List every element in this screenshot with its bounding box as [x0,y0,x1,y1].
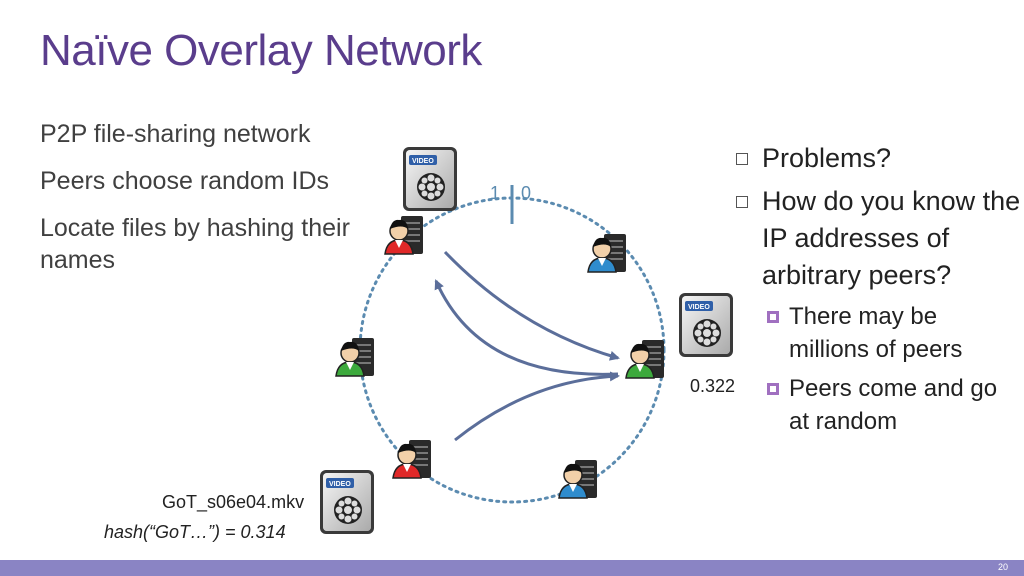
right-bullet-list: Problems? How do you know the IP address… [734,140,1022,444]
peer-icon-bottom-right [558,459,598,499]
video-file-label: VIDEO [688,304,710,311]
sub-bullet-1: There may be millions of peers [734,300,1022,366]
video-file-icon-top: VIDEO [403,147,457,211]
left-bullet-list: P2P file-sharing network Peers choose ra… [40,118,360,291]
right-bullet-2-text: How do you know the IP addresses of arbi… [762,186,1021,290]
sub-bullet-2: Peers come and go at random [734,372,1022,438]
query-arrow-2 [434,279,619,376]
file-hash-label: hash(“GoT…”) = 0.314 [104,522,286,542]
video-file-label: VIDEO [329,481,351,488]
peer-id-label: 0.322 [690,376,736,396]
right-bullet-1-text: Problems? [762,143,892,173]
left-bullet-3: Locate files by hashing their names [40,214,350,274]
page-number: 20 [997,562,1008,572]
file-name-label: GoT_s06e04.mkv [162,492,305,512]
footer-bar [0,560,1024,576]
query-arrow-3 [454,371,620,442]
peer-icon-top-left [384,215,424,255]
right-bullet-1: Problems? [734,140,1022,177]
sub-bullet-1-text: There may be millions of peers [789,303,963,363]
sub-bullet-2-text: Peers come and go at random [789,375,998,435]
peer-icon-top-right [587,233,627,273]
peer-icon-left [335,337,375,377]
peer-icon-right [625,339,665,379]
peer-icon-bottom-left [392,439,432,479]
slide-title: Naïve Overlay Network [40,26,482,75]
video-file-label: VIDEO [412,158,434,165]
ring-label-zero: 0 [521,183,532,203]
purple-square-bullet-icon [767,383,779,395]
left-bullet-2: Peers choose random IDs [40,167,330,195]
query-arrow-1 [443,250,620,361]
ring-label-one: 1 [490,183,501,203]
video-file-icon-right: VIDEO [679,293,733,357]
hollow-square-bullet-icon [736,196,748,208]
purple-square-bullet-icon [767,311,779,323]
hollow-square-bullet-icon [736,153,748,165]
video-file-icon-bottom: VIDEO [320,470,374,534]
right-bullet-2: How do you know the IP addresses of arbi… [734,183,1022,294]
left-bullet-1: P2P file-sharing network [40,120,311,148]
